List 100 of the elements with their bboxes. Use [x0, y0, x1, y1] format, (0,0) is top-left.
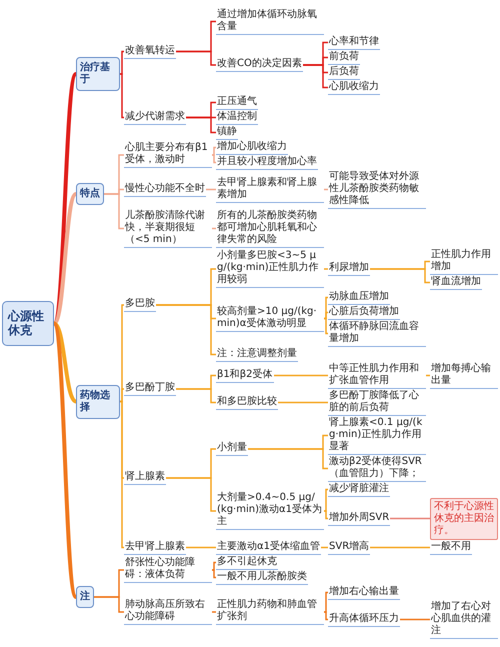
connector-line	[104, 193, 124, 230]
topic-text: 一般不用	[430, 540, 472, 554]
topic-text: 利尿增加	[328, 262, 370, 276]
topic-text: 主要激动α1受体缩血管	[216, 540, 321, 554]
branch-topic-box: 特点	[76, 183, 104, 205]
connector-line	[324, 318, 328, 334]
topic-text: 升高体循环压力	[328, 612, 400, 626]
connector-line	[400, 618, 430, 620]
branch-topic-box: 注	[76, 586, 94, 608]
connector-line	[278, 402, 328, 404]
connector-line	[324, 611, 328, 620]
topic-text: 和多巴胺比较	[216, 396, 278, 410]
connector-line	[324, 312, 328, 320]
connector-line	[324, 188, 328, 190]
topic-text: 前负荷	[328, 50, 360, 64]
connector-line	[212, 562, 216, 571]
connector-line	[176, 388, 216, 404]
topic-text: 大剂量>0.4~0.5 μg/(kg·min)激动α1受体为主	[216, 492, 324, 530]
connector-line	[52, 322, 78, 404]
topic-text: 增加心肌收缩力	[216, 140, 288, 154]
connector-line	[120, 388, 124, 402]
connector-line	[120, 50, 124, 75]
topic-text: 注：注意调整剂量	[216, 348, 298, 362]
connector-line	[176, 50, 216, 66]
topic-text: 多巴酚丁胺	[124, 382, 176, 396]
topic-text: 通过增加体循环动脉氧含量	[216, 8, 324, 34]
topic-text: 增加了右心对心肌血供的灌注	[430, 600, 498, 638]
topic-text: 正压通气	[216, 96, 258, 110]
connector-line	[212, 611, 216, 613]
connector-line	[274, 374, 328, 376]
topic-text: 减少代谢需求	[124, 110, 186, 124]
topic-text: 正性肌力作用增加	[430, 248, 498, 274]
connector-line	[390, 518, 430, 520]
topic-text: 肾血流增加	[430, 276, 482, 290]
topic-text: 儿茶酚胺清除代谢快，半衰期很短（<5 min）	[124, 210, 212, 248]
branch-topic-box: 治疗基于	[76, 57, 120, 91]
topic-text: 肺动脉高压所致右心功能障碍	[124, 599, 212, 625]
central-topic-box: 心源性休克	[2, 301, 54, 346]
connector-line	[212, 228, 216, 230]
callout-box: 不利于心源性休克的主因治疗。	[430, 498, 498, 540]
topic-text: 动脉血压增加	[328, 290, 390, 304]
topic-text: β1和β2受体	[216, 368, 274, 382]
topic-text: 增加右心输出量	[328, 586, 400, 600]
connector-line	[166, 477, 216, 512]
connector-line	[206, 188, 216, 190]
connector-line	[324, 268, 328, 270]
topic-text: 小剂量多巴胺<3~5 μg/(kg·min)正性肌力作用较弱	[216, 250, 324, 288]
connector-line	[324, 592, 328, 613]
topic-text: 中等正性肌力作用和扩张血管作用	[328, 362, 426, 388]
branch-topic-box: 药物选择	[76, 384, 120, 418]
topic-text: 心脏后负荷增加	[328, 306, 400, 320]
topic-text: 增加外周SVR	[328, 512, 390, 526]
topic-text: 多巴胺	[124, 298, 156, 312]
connector-line	[120, 400, 124, 548]
topic-text: 体温控制	[216, 110, 258, 124]
connector-line	[212, 569, 216, 578]
topic-text: 可能导致受体对外源性儿茶酚胺类药物敏感性降低	[328, 170, 426, 208]
topic-text: 并且较小程度增加心率	[216, 156, 318, 170]
topic-text: 减少肾脏灌注	[328, 482, 390, 496]
topic-text: 多不引起休克	[216, 556, 278, 570]
connector-line	[324, 510, 328, 520]
topic-text: SVR增高	[328, 540, 370, 554]
topic-text: 小剂量	[216, 442, 248, 456]
topic-text: 肾上腺素	[124, 471, 166, 485]
topic-text: 心率和节律	[328, 36, 380, 50]
connector-line	[324, 488, 328, 512]
connector-line	[156, 304, 216, 356]
connector-line	[248, 448, 328, 470]
topic-text: 去甲肾上腺素	[124, 540, 186, 554]
topic-text: 较高剂量>10 μg/(kg·min)α受体激动明显	[216, 306, 324, 332]
connector-line	[370, 546, 430, 548]
topic-text: 所有的儿茶酚胺类药物都可增加心肌耗氧和心律失常的风险	[216, 210, 324, 248]
connector-line	[52, 192, 78, 325]
topic-text: 改善CO的决定因素	[216, 58, 303, 72]
topic-text: 舒张性心功能障碍：液体负荷	[124, 557, 212, 583]
connector-line	[321, 546, 328, 548]
connector-line	[212, 146, 216, 156]
connector-line	[94, 596, 124, 613]
topic-text: 心肌主要分布有β1受体，激动时	[124, 142, 212, 168]
connector-line	[212, 154, 216, 164]
connector-line	[186, 116, 216, 134]
topic-text: 体循环静脉回流血容量增加	[328, 320, 426, 346]
connector-line	[120, 73, 124, 118]
topic-text: 镇静	[216, 126, 238, 140]
topic-text: 多巴酚丁胺降低了心脏的前后负荷	[328, 390, 426, 416]
topic-text: 心肌收缩力	[328, 80, 380, 94]
topic-text: 一般不用儿茶酚胺类	[216, 570, 308, 584]
topic-text: 后负荷	[328, 66, 360, 80]
topic-text: 慢性心功能不全时	[124, 182, 206, 196]
topic-text: 增加每搏心输出量	[430, 362, 498, 388]
topic-text: 去甲肾上腺素和肾上腺素增加	[216, 176, 324, 202]
connector-line	[370, 268, 430, 284]
connector-line	[52, 322, 78, 598]
topic-text: 正性肌力药物和肺血管扩张剂	[216, 599, 324, 625]
connector-line	[186, 546, 216, 548]
connector-line	[426, 374, 430, 376]
topic-text: 激动β2受体使得SVR（血管阻力）下降；	[328, 456, 426, 482]
topic-text: 改善氧转运	[124, 44, 176, 58]
topic-text: 肾上腺素<0.1 μg/(kg·min)正性肌力作用显著	[328, 416, 426, 454]
connector-line	[303, 64, 328, 88]
